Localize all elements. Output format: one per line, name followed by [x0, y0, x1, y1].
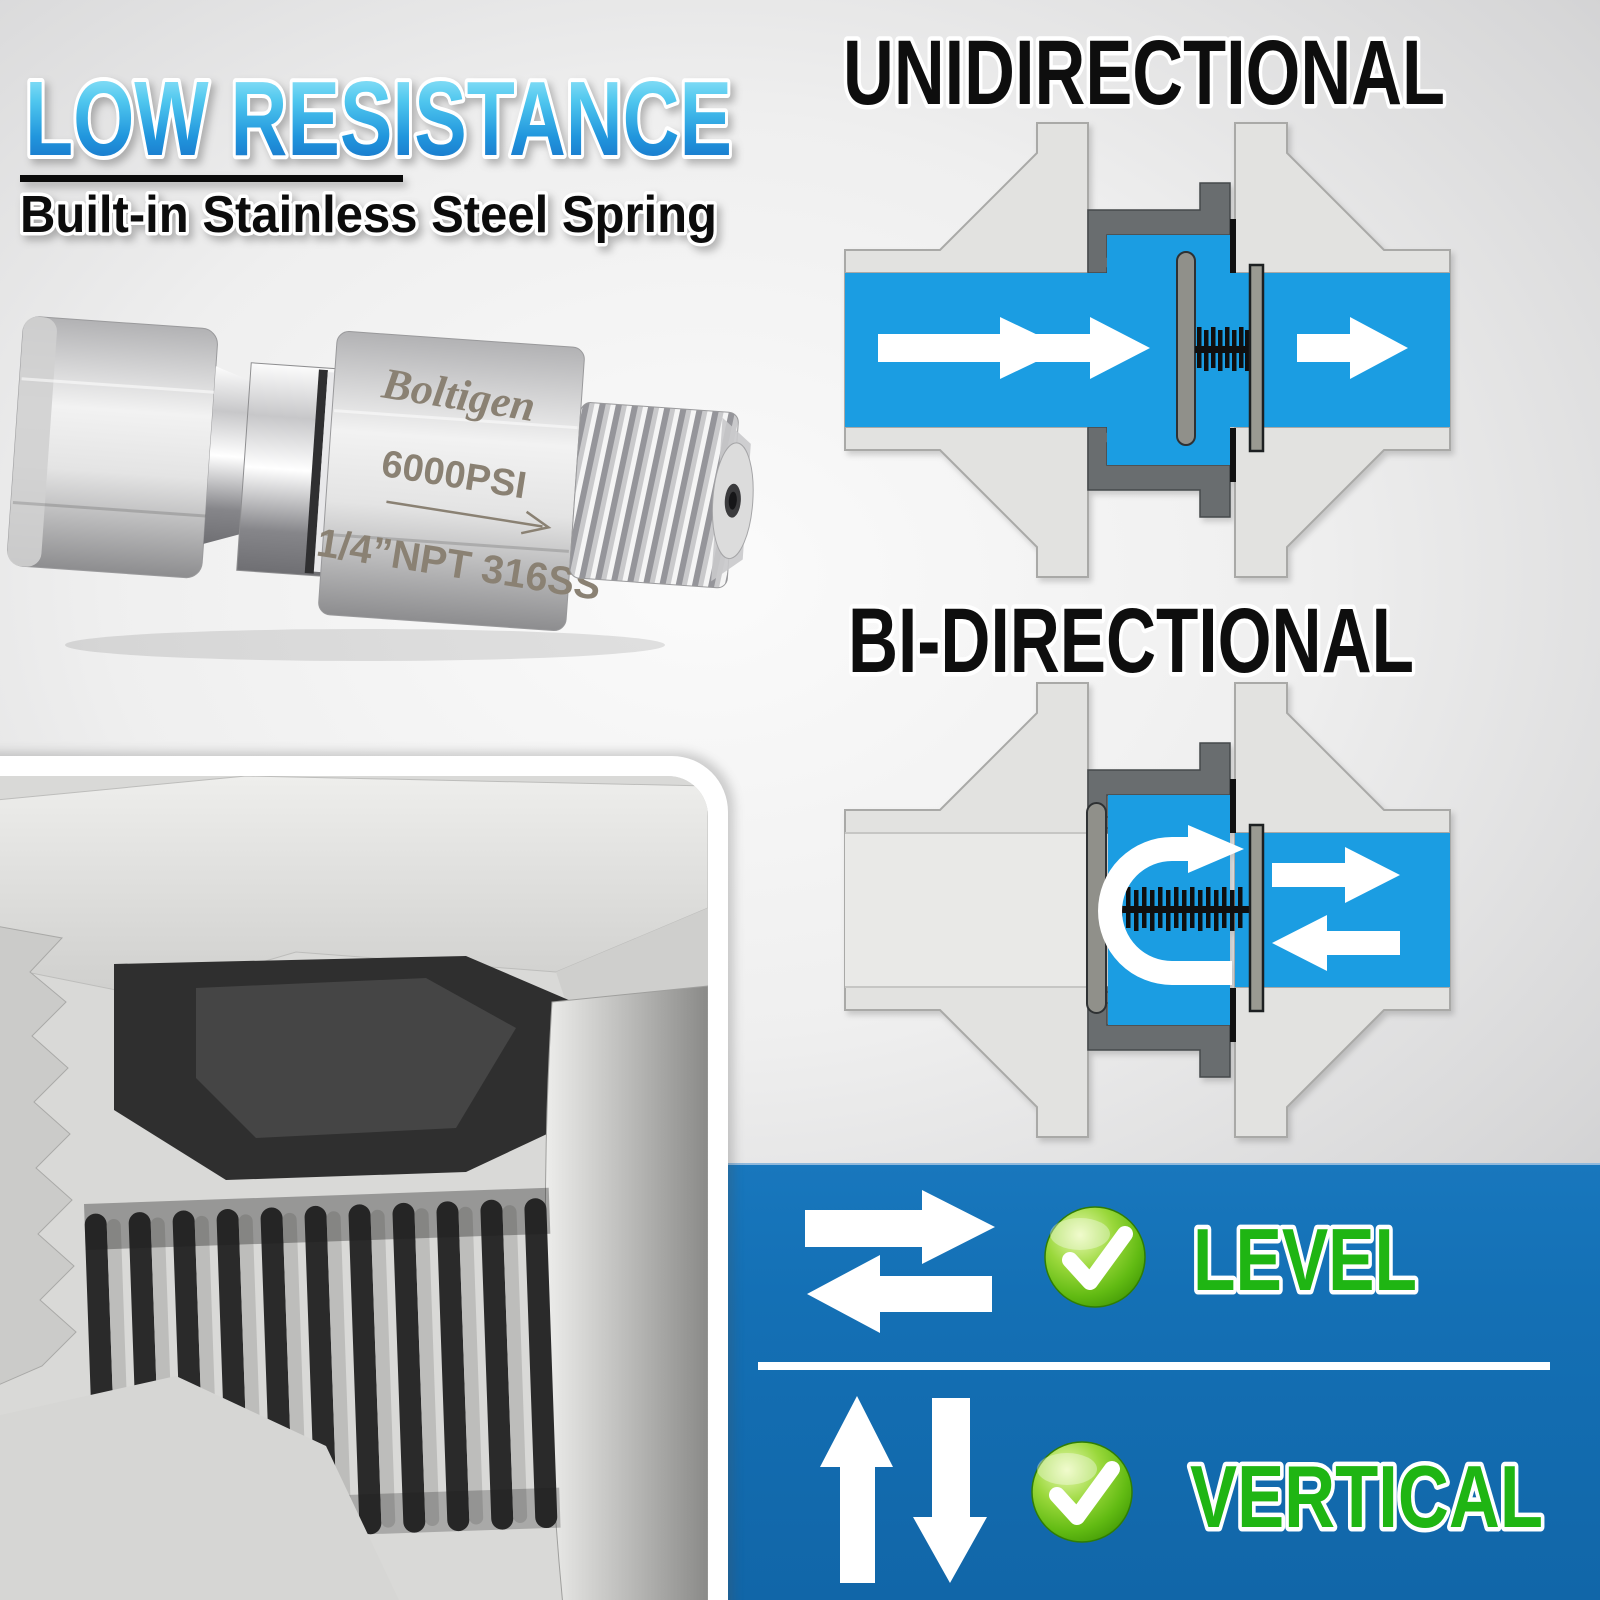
- flow-channel-right: [1235, 833, 1450, 987]
- product-shadow: [65, 629, 665, 661]
- thread-teeth-cross-section: [0, 926, 77, 1385]
- vertical-updown-arrows-icon: [820, 1396, 987, 1583]
- seal-line-top: [1230, 779, 1236, 833]
- neck-cone: [203, 366, 250, 544]
- valve-outlet-plate: [1248, 263, 1265, 453]
- check-icon: [1049, 1461, 1120, 1525]
- cutaway-illustration: [0, 776, 708, 1600]
- flow-arrow-right-icon: [1297, 317, 1408, 379]
- seal-line-top: [1230, 219, 1236, 273]
- vertical-check-badge: [1031, 1441, 1133, 1543]
- orientation-panel-content: LEVEL VERTICAL: [758, 1190, 1550, 1583]
- check-valve-product: Boltigen 6000PSI 1/4”NPT 316SS: [7, 316, 754, 632]
- collar-groove: [304, 369, 328, 574]
- bidirectional-heading: BI-DIRECTIONAL: [848, 590, 1414, 692]
- vertical-label: VERTICAL: [1190, 1447, 1543, 1546]
- reverse-flow-u-turn-arrow-icon: [1098, 825, 1244, 985]
- title-underline: [20, 175, 403, 182]
- spring-icon: [1195, 327, 1250, 371]
- level-check-badge: [1044, 1206, 1146, 1308]
- panel-divider: [758, 1362, 1550, 1370]
- level-label: LEVEL: [1193, 1210, 1417, 1309]
- flow-direction-engraved-arrow-icon: [386, 500, 552, 535]
- flow-arrow-right-icon: [878, 317, 1065, 379]
- valve-outlet-plate: [1248, 823, 1265, 1013]
- bidirectional-diagram: [844, 682, 1451, 1138]
- product-photo: Boltigen 6000PSI 1/4”NPT 316SS: [7, 316, 754, 661]
- check-icon: [1062, 1226, 1133, 1290]
- level-swap-arrows-icon: [805, 1190, 995, 1333]
- title-block: LOW RESISTANCE Built-in Stainless Steel …: [17, 56, 737, 248]
- seal-line-bottom: [1230, 428, 1236, 482]
- seal-line-bottom: [1230, 988, 1236, 1042]
- flow-arrow-right-icon: [1030, 317, 1150, 379]
- unidirectional-diagram: [844, 122, 1451, 578]
- flow-arrow-right-icon: [1272, 847, 1400, 903]
- cutaway-photo-frame: [0, 756, 728, 1600]
- page-subtitle: Built-in Stainless Steel Spring: [20, 186, 717, 244]
- poppet-disc: [1176, 251, 1196, 446]
- flow-arrow-left-icon: [1272, 915, 1400, 971]
- piston-cylinder: [544, 985, 708, 1600]
- bidirectional-heading-block: BI-DIRECTIONAL: [844, 586, 1419, 696]
- valve-shell-bottom: [0, 1376, 399, 1600]
- unidirectional-heading: UNIDIRECTIONAL: [843, 22, 1445, 124]
- unidirectional-heading-block: UNIDIRECTIONAL: [839, 18, 1450, 126]
- empty-pipe-bore: [845, 833, 1088, 987]
- cutaway-photo: [0, 776, 708, 1600]
- page-title: LOW RESISTANCE: [25, 60, 732, 178]
